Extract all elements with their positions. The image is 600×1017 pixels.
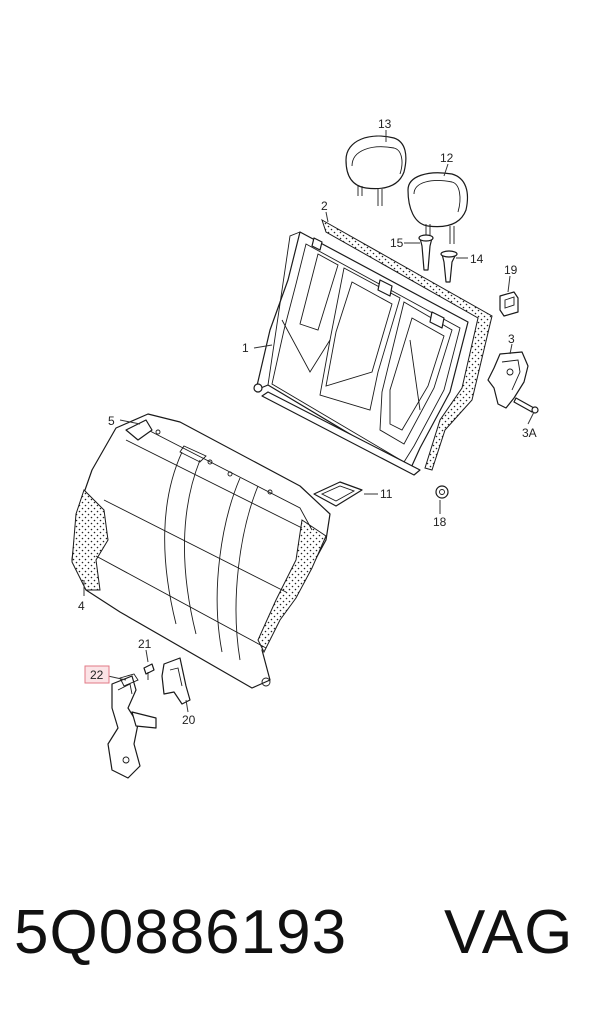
callout-1: 1 xyxy=(242,341,249,355)
callout-21: 21 xyxy=(138,637,152,651)
release-trim-11 xyxy=(313,481,363,507)
backrest-cushion xyxy=(71,413,331,689)
callout-3a: 3A xyxy=(522,426,537,440)
callout-2: 2 xyxy=(321,199,328,213)
footer: 5Q0886193 VAG xyxy=(0,885,600,980)
headrest-12 xyxy=(407,172,469,244)
brand-name: VAG xyxy=(444,898,574,967)
release-button-19 xyxy=(499,291,519,317)
callout-3: 3 xyxy=(508,332,515,346)
callout-5: 5 xyxy=(108,414,115,428)
hinge-bracket-22 xyxy=(107,673,157,779)
callout-labels: 13 12 2 15 14 19 3 1 5 3A 11 18 4 21 22 … xyxy=(78,117,537,727)
callout-20: 20 xyxy=(182,713,196,727)
callout-18: 18 xyxy=(433,515,447,529)
leader-lines xyxy=(83,130,535,713)
backrest-frame xyxy=(253,231,469,476)
headrest-guide-15 xyxy=(418,234,434,271)
screw-3a xyxy=(513,397,539,414)
callout-11: 11 xyxy=(380,487,393,501)
callout-14: 14 xyxy=(470,252,484,266)
headrest-13 xyxy=(345,135,407,206)
headrest-guide-14 xyxy=(440,250,458,283)
callout-22-highlight xyxy=(84,665,110,684)
callout-13: 13 xyxy=(378,117,392,131)
callout-19: 19 xyxy=(504,263,518,277)
bracket-20 xyxy=(161,657,191,705)
bolt-18 xyxy=(435,485,449,499)
callout-15: 15 xyxy=(390,236,404,250)
backrest-panel xyxy=(321,218,493,471)
screw-21 xyxy=(143,663,155,680)
callout-4: 4 xyxy=(78,599,85,613)
part-number: 5Q0886193 xyxy=(14,898,348,967)
callout-12: 12 xyxy=(440,151,454,165)
parts-diagram: 13 12 2 15 14 19 3 1 5 3A 11 18 4 21 22 … xyxy=(71,117,539,779)
lock-cover-3 xyxy=(487,351,529,409)
callout-22: 22 xyxy=(90,668,104,682)
